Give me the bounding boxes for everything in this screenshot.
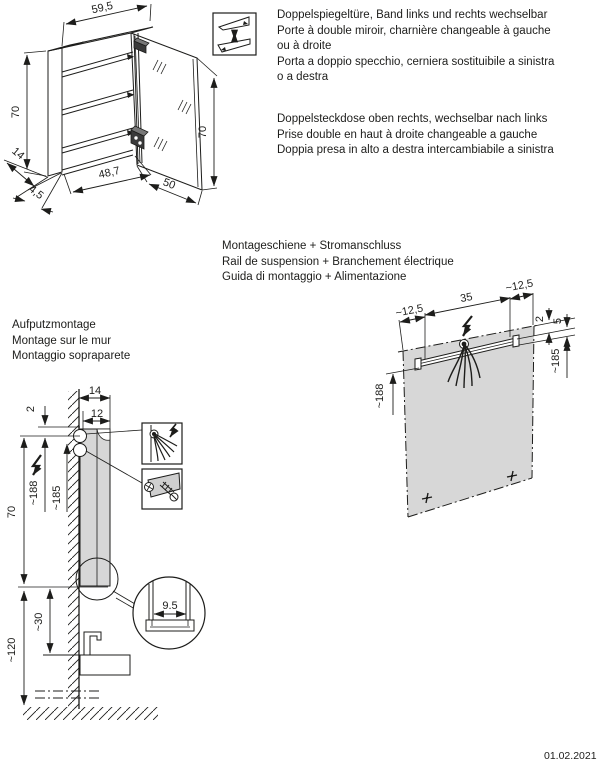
wall-hatching: [68, 391, 79, 708]
text-line: ou à droite: [277, 40, 332, 52]
text-line: Aufputzmontage: [12, 319, 96, 331]
floor-hatching: [23, 707, 158, 720]
mirror-reflection-marks: [152, 59, 192, 152]
text-line: Montageschiene + Stromanschluss: [222, 240, 402, 252]
text-line: Doppelspiegeltüre, Band links und rechts…: [277, 9, 548, 21]
hinge-swap-icon: [212, 12, 257, 56]
rail-hole: [73, 443, 87, 457]
dim-side-basin-height: ~120: [6, 638, 18, 663]
dim-cabinet-plinth: 4,5: [26, 183, 45, 202]
side-panel: [47, 47, 63, 177]
rail-profile-detail: 9.5: [132, 576, 206, 650]
text-line: o a destra: [277, 71, 329, 83]
lightning-bolt-icon-side: [30, 454, 42, 476]
text-line: Porte à double miroir, charnière changea…: [277, 24, 551, 37]
dim-panel-height-left: ~188: [374, 384, 386, 409]
shelves: [61, 51, 134, 176]
double-socket-icon: [130, 125, 149, 150]
cabinet-footprint: [403, 326, 534, 517]
dim-side-gap-top: 2: [25, 406, 37, 412]
cable-detail-callout: [141, 422, 183, 465]
dim-panel-gap-top: 2: [534, 316, 546, 322]
text-block-rail: Montageschiene + Stromanschluss Rail de …: [222, 239, 454, 286]
top-panel: [61, 26, 154, 49]
cabinet-isometric-drawing: 59,5 70 14 4,5 48,7 50 70: [3, 0, 218, 215]
text-block-surface-mounting: Aufputzmontage Montage sur le mur Montag…: [12, 318, 130, 365]
dim-side-depth-body: 12: [91, 408, 103, 420]
washbasin: [43, 631, 131, 676]
dim-side-depth-total: 14: [89, 385, 101, 397]
text-block-door: Doppelspiegeltüre, Band links und rechts…: [277, 8, 554, 86]
lightning-bolt-icon: [461, 315, 473, 337]
revision-date: 01.02.2021: [544, 750, 597, 762]
cables: [447, 344, 481, 389]
hinge-icon: [133, 37, 150, 54]
dim-door-width: 50: [161, 176, 177, 192]
text-line: Montage sur le mur: [12, 334, 112, 347]
screw-position-marks: [421, 470, 518, 504]
text-line: Guida di montaggio + Alimentazione: [222, 271, 407, 283]
dim-cabinet-top-width: 59,5: [91, 0, 115, 16]
detail-marker-circle: [75, 557, 119, 601]
text-line: Prise double en haut à droite changeable…: [277, 128, 538, 141]
text-line: Doppelsteckdose oben rechts, wechselbar …: [277, 113, 548, 125]
dim-cabinet-inner-width: 48,7: [98, 165, 122, 182]
dim-panel-offset-right: ~12,5: [505, 278, 535, 295]
screw-icon: [159, 481, 179, 502]
text-line: Porta a doppio specchio, cerniera sostit…: [277, 55, 555, 68]
text-line: Rail de suspension + Branchement électri…: [222, 255, 454, 268]
wall-panel-drawing: ~12,5 35 ~12,5 2 5 ~185 ~188: [374, 278, 576, 518]
text-line: Doppia presa in alto a destra intercambi…: [277, 144, 554, 156]
dim-panel-rail-length: 35: [459, 291, 473, 305]
mirror-door: [130, 32, 203, 191]
lightning-bolt-icon-callout: [169, 423, 179, 438]
dim-cabinet-depth: 14: [9, 145, 26, 162]
text-line: Montaggio sopraparete: [12, 350, 131, 362]
dim-panel-rail-height: 5: [552, 318, 564, 324]
text-block-socket: Doppelsteckdose oben rechts, wechselbar …: [277, 112, 554, 159]
dim-rail-width: 9.5: [162, 600, 177, 612]
dim-side-cable-height: ~188: [28, 481, 40, 506]
dim-panel-offset-left: ~12,5: [395, 303, 425, 320]
dim-cabinet-height-left: 70: [10, 106, 22, 118]
dim-door-height: 70: [197, 126, 209, 138]
dim-side-cabinet-height: 70: [6, 506, 18, 518]
dim-panel-height-right: ~185: [550, 349, 562, 374]
dim-side-basin-gap: ~30: [33, 613, 45, 632]
screw-detail-callout: [141, 468, 183, 510]
side-view-drawing: 14 12 2 ~188 ~185 70 ~30 ~120: [6, 385, 206, 720]
dim-side-rail-height: ~185: [51, 486, 63, 511]
